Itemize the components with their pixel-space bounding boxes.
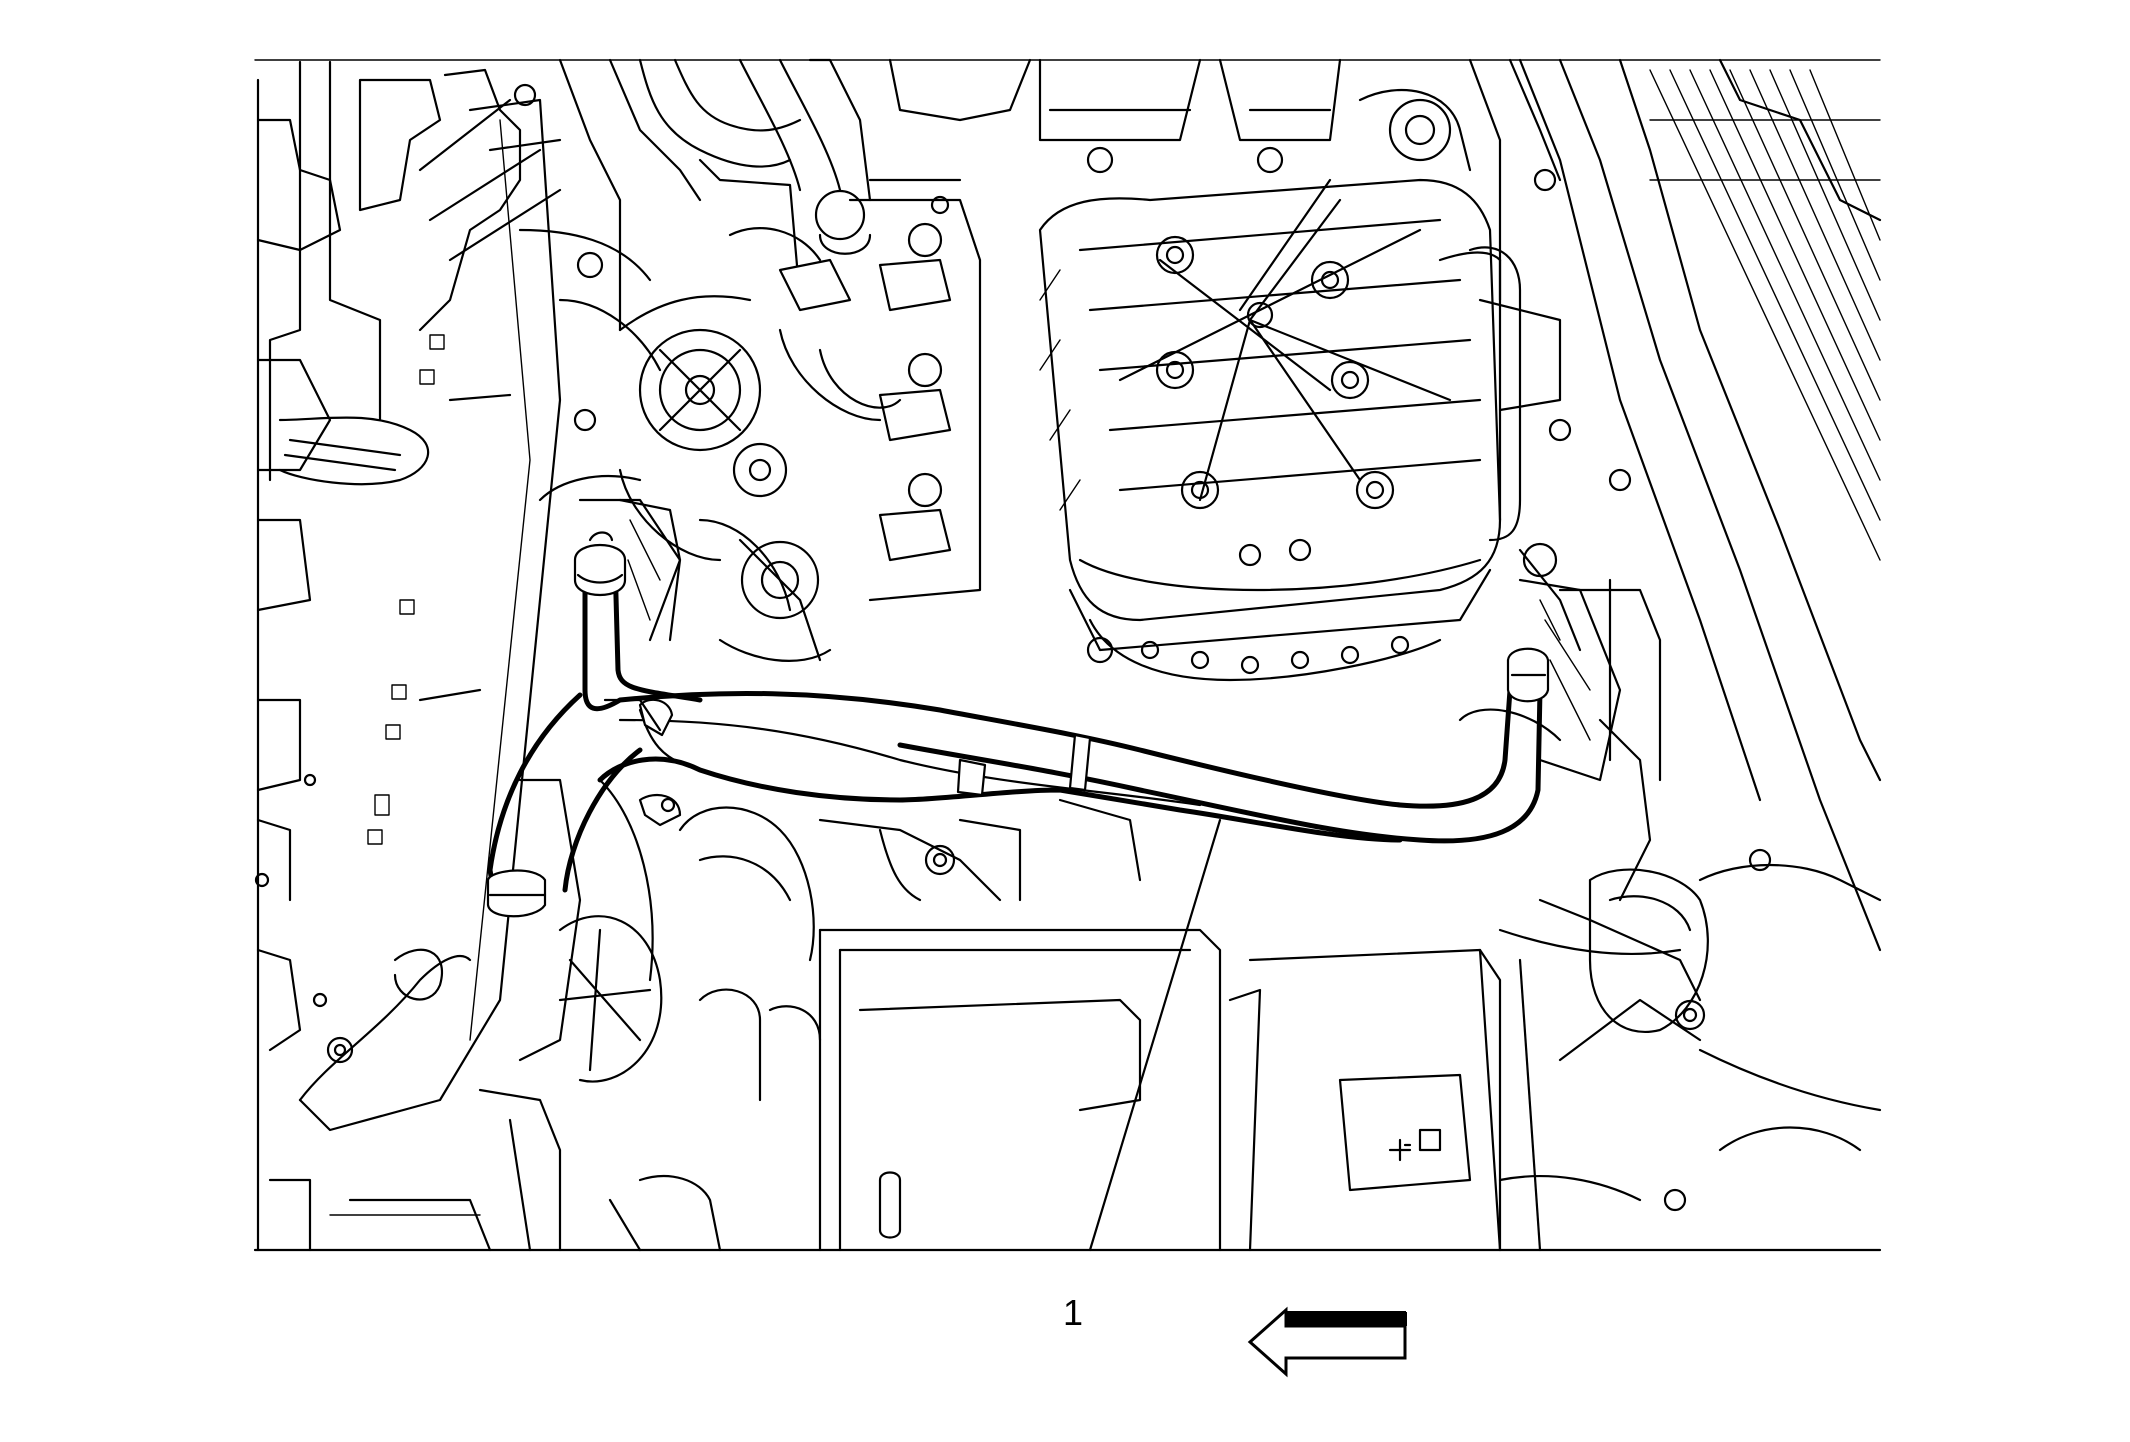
front-direction-arrow-icon (1247, 1306, 1407, 1378)
engine-compartment-linework (253, 58, 1882, 1252)
callout-1: 1 (1063, 818, 1222, 1333)
highlighted-coolant-hose (486, 531, 1550, 918)
callout-1-number: 1 (1063, 1292, 1083, 1333)
callout-1-leader-line (1088, 818, 1222, 1252)
